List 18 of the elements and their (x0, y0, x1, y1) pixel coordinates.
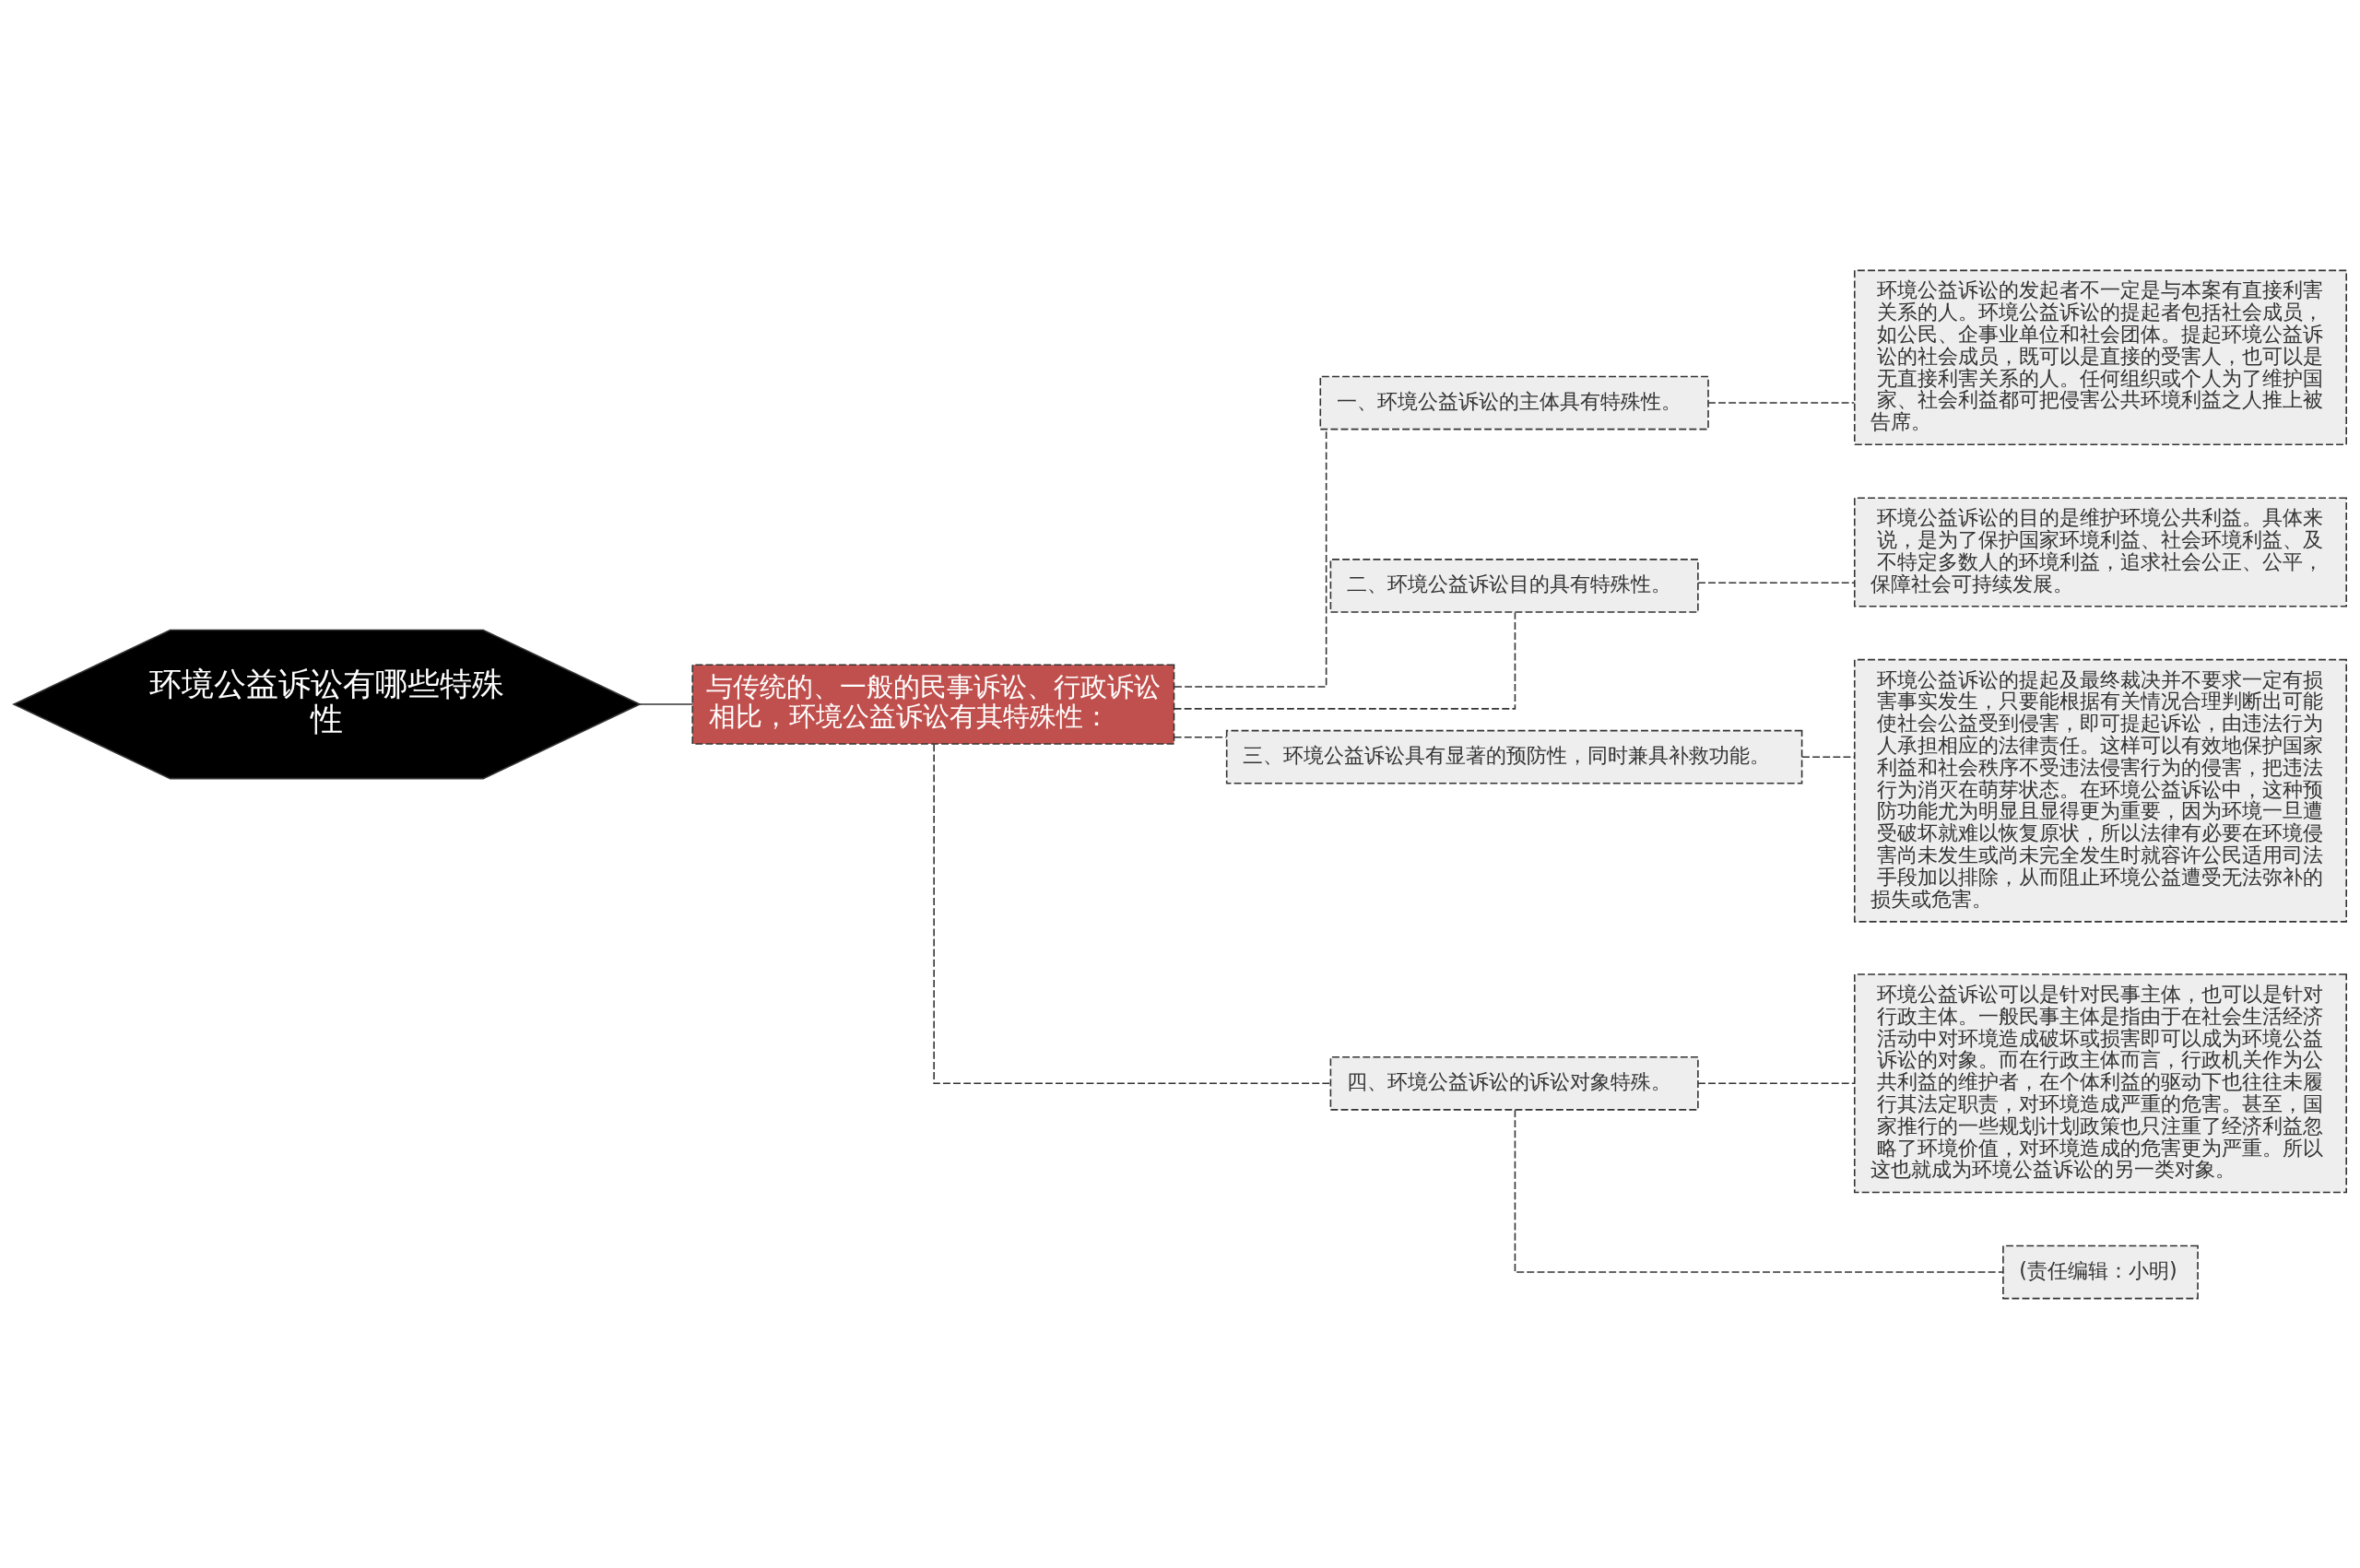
node-box: 与传统的、一般的民事诉讼、行政诉讼相比，环境公益诉讼有其特殊性： (691, 663, 1175, 745)
node-box: 四、环境公益诉讼的诉讼对象特殊。 (1329, 1055, 1699, 1111)
node-box: (责任编辑：小明) (2002, 1244, 2199, 1299)
connector (1173, 736, 1228, 738)
node-box: 环境公益诉讼的发起者不一定是与本案有直接利害关系的人。环境公益诉讼的提起者包括社会成员，如公民、企事业单位和社会团体。提起环境公益诉讼的社会成员，既可以是直接的受害人，也可以是无直接利害关系的人。任何组织或个人为了维护国家、社会利益都可把侵害公共环境利益之人推上被告席。 (1853, 269, 2347, 445)
node-box: 三、环境公益诉讼具有显著的预防性，同时兼具补救功能。 (1225, 729, 1803, 784)
connector (1707, 401, 1856, 404)
connector (933, 743, 1331, 1084)
node-box: 环境公益诉讼的提起及最终裁决并不要求一定有损害事实发生，只要能根据有关情况合理判断出可能使社会公益受到侵害，即可提起诉讼，由违法行为人承担相应的法律责任。这样可以有效地保护国家利益和社会秩序不受违法侵害行为的侵害，把违法行为消灭在萌芽状态。在环境公益诉讼中，这种预防功能尤为明显且显得更为重要，因为环境一旦遭受破坏就难以恢复原状，所以法律有必要在环境侵害尚未发生或尚未完全发生时就容许公民适用司法手段加以排除，从而阻止环境公益遭受无法弥补的损失或危害。 (1853, 658, 2347, 923)
connector (1173, 611, 1516, 710)
connector (639, 702, 693, 705)
node-box: 环境公益诉讼可以是针对民事主体，也可以是针对行政主体。一般民事主体是指由于在社会生活经济活动中对环境造成破坏或损害即可以成为环境公益诉讼的对象。而在行政主体而言，行政机关作为公共利益的维护者，在个体利益的驱动下也往往未履行其法定职责，对环境造成严重的危害。甚至，国家推行的一些规划计划政策也只注重了经济利益忽略了环境价值，对环境造成的危害更为严重。所以这也就成为环境公益诉讼的另一类对象。 (1853, 973, 2347, 1193)
node-box: 一、环境公益诉讼的主体具有特殊性。 (1319, 375, 1709, 430)
node-box: 二、环境公益诉讼目的具有特殊性。 (1329, 558, 1699, 613)
connector (1697, 1081, 1856, 1084)
connector (1697, 582, 1856, 584)
connector (1514, 1108, 2004, 1273)
node-box: 环境公益诉讼的目的是维护环境公共利益。具体来说，是为了保护国家环境利益、社会环境利益、及不特定多数人的环境利益，追求社会公正、公平，保障社会可持续发展。 (1853, 496, 2347, 607)
